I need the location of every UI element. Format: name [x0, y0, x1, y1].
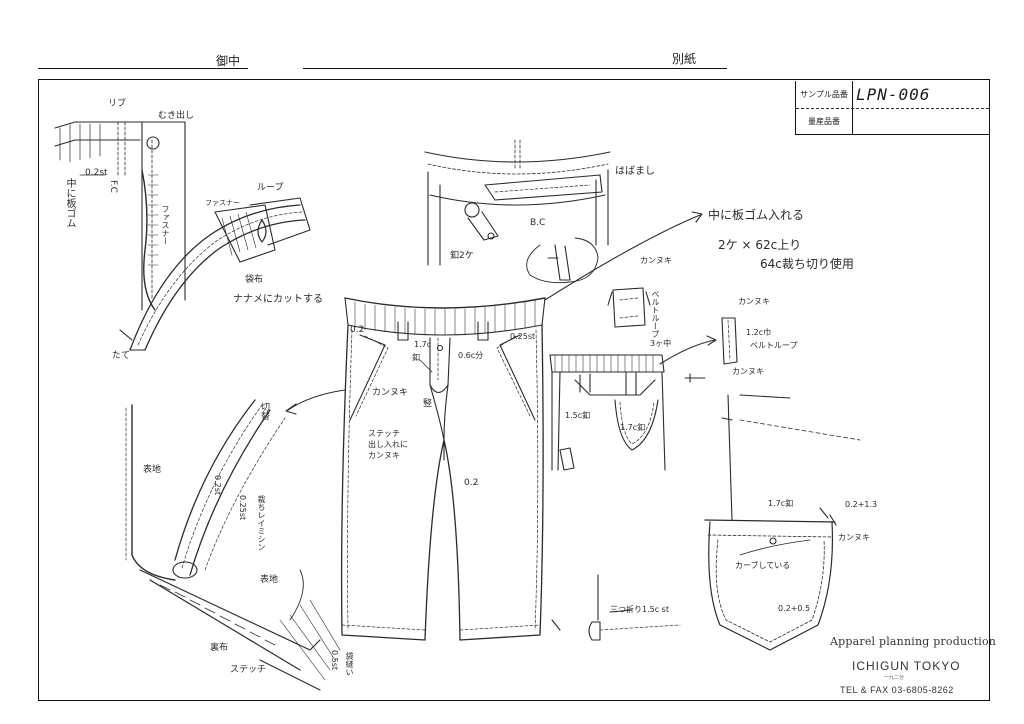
note-kannuki-3: カンヌキ [732, 367, 764, 376]
note-stitch-02-a: 0.2st [85, 168, 108, 178]
header-left-label: 御中 [216, 54, 241, 68]
note-bl-3: 3ヶ中 [650, 339, 672, 348]
back-pocket [704, 507, 837, 651]
note-stitch-17: 1.7c釦 [620, 423, 646, 432]
arrow-head-inset [285, 403, 297, 415]
note-stitch-15: 1.5c釦 [565, 411, 591, 420]
header-right-label: 別紙 [672, 52, 697, 66]
drawing-frame [38, 79, 990, 701]
front-pants [340, 297, 546, 641]
sample-number-row: サンプル品番 LPN-006 [796, 81, 989, 109]
back-waist-detail [424, 139, 611, 284]
company-name: ICHIGUN TOKYO [852, 659, 961, 673]
note-waist-06: 0.6c分 [458, 351, 484, 360]
company-contact: TEL & FAX 03-6805-8262 [840, 685, 954, 695]
note-fukuro: 袋縫い [345, 652, 354, 676]
hem-fold-detail [551, 574, 681, 641]
note-fastener-side: ファスナー [161, 205, 170, 245]
seam-section [125, 399, 341, 691]
side-detail [549, 287, 861, 521]
note-dome: 釦2ケ [450, 251, 474, 261]
header-left-rule [38, 68, 248, 69]
note-waist-02: 0.2 [350, 325, 365, 335]
sample-number-value: LPN-006 [856, 85, 931, 104]
note-tateuchi: 竪 [421, 398, 431, 407]
note-stitch-deiri: ステッチ 出し入れに カンヌキ [368, 429, 408, 460]
note-waist-dome: 釦 [412, 353, 420, 362]
note-pocket-curve: カーブしている [735, 561, 791, 570]
company-tagline: Apparel planning production [830, 635, 997, 648]
note-waist-025: 0.25st [510, 332, 536, 341]
note-stitch-2: 0.25st [238, 495, 247, 521]
note-rib: リブ [108, 99, 127, 109]
arrow-inset [287, 389, 346, 411]
note-naname-cut: ナナメにカットする [233, 294, 323, 305]
note-waist-17: 1.7c [414, 340, 432, 349]
note-bl-12: 1.2c巾 [746, 328, 772, 337]
note-rubber-size: 2ケ × 62c上り [718, 238, 802, 252]
note-stitch-lower: ステッチ [230, 665, 267, 675]
sample-number-label: サンプル品番 [796, 81, 853, 108]
note-bc: B.C [530, 218, 546, 228]
note-stitch-05: 0.5st [330, 650, 339, 671]
note-omote: 表地 [143, 465, 162, 475]
note-rubber-use: 64c裁ち切り使用 [760, 257, 854, 271]
note-kannuki-front: カンヌキ [372, 388, 409, 398]
waistband-fly-detail [54, 121, 311, 351]
note-naka-ita-gomu: 中に板ゴム [64, 178, 75, 228]
note-inner-rubber: 中に板ゴム入れる [708, 208, 805, 222]
note-pocket-17: 1.7c釦 [768, 499, 794, 508]
note-pocket-0213: 0.2+1.3 [845, 500, 878, 509]
note-loop: ループ [257, 183, 284, 193]
header-right-rule [303, 68, 727, 69]
note-tac: たて [112, 351, 131, 361]
note-haba-masu: はばまし [615, 166, 655, 177]
note-ura: 裏布 [210, 643, 229, 653]
info-box: サンプル品番 LPN-006 量産品番 [795, 81, 989, 135]
note-bottom-fold: 三つ折り1.5c st [610, 605, 669, 614]
note-belt-loop-v: ベルトループ [651, 290, 660, 338]
note-pocket-kuchi: 袋布 [245, 275, 264, 285]
note-omote-2: 表地 [260, 575, 279, 585]
arrow-head-rubber [691, 211, 703, 223]
note-leg-02: 0.2 [464, 478, 479, 488]
note-kannuki-1: カンヌキ [640, 256, 672, 265]
note-kireban: 切替 [259, 402, 269, 420]
note-fc: F.C [108, 180, 118, 193]
note-zigzag: 裁ちレイミシン [257, 495, 266, 551]
company-name-sub: 一九二分 [884, 675, 905, 681]
note-kannuki-2: カンヌキ [738, 297, 770, 306]
note-fastener: ファスナー [205, 199, 240, 207]
note-stitch-1: 0.2st [213, 475, 222, 496]
mass-number-row: 量産品番 [796, 108, 989, 135]
note-pocket-0205: 0.2+0.5 [778, 604, 811, 613]
arrow-rubber-note [544, 214, 701, 301]
note-bl-loop: ベルトループ [750, 341, 798, 350]
mass-number-label: 量産品番 [796, 108, 853, 135]
note-mukidashi: むき出し [158, 111, 195, 121]
note-pocket-kannuki: カンヌキ [838, 533, 870, 542]
